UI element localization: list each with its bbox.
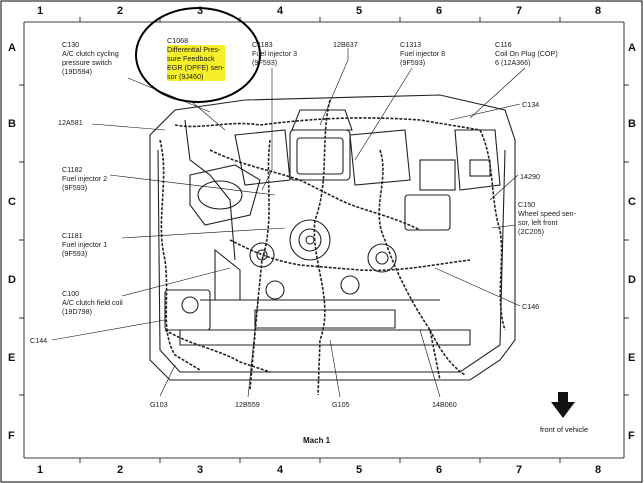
col-label-1-bottom: 1 [37, 464, 44, 476]
leader-lines [51, 48, 526, 398]
label-c1313: C1313 Fuel injector 8 (9F593) [400, 40, 446, 67]
col-label-3: 3 [197, 5, 204, 17]
row-label-e: E [8, 352, 16, 364]
label-12b559: 12B559 [235, 400, 260, 409]
label-g105: G105 [332, 400, 350, 409]
marker-circle [135, 7, 261, 103]
label-c116: C116 Coil On Plug (COP) 6 (12A366) [495, 40, 558, 67]
label-c1068-dpfe: C1068 Differential Pres- sure Feedback E… [167, 36, 225, 81]
wiring-harness [159, 99, 506, 396]
col-label-1: 1 [37, 5, 44, 17]
col-label-4-bottom: 4 [277, 464, 284, 476]
diagram-title: Mach 1 [303, 436, 331, 445]
label-c146: C146 [522, 302, 540, 311]
col-label-4: 4 [277, 5, 284, 17]
label-c100: C100 A/C clutch field coil (19D798) [62, 289, 123, 316]
col-label-3-bottom: 3 [197, 464, 204, 476]
label-c130: C130 A/C clutch cycling pressure switch … [62, 40, 119, 76]
row-label-d-right: D [628, 274, 636, 286]
label-c134: C134 [522, 100, 540, 109]
row-label-d: D [8, 274, 16, 286]
col-label-7-bottom: 7 [516, 464, 523, 476]
label-g103: G103 [150, 400, 168, 409]
row-label-f-right: F [628, 430, 635, 442]
front-arrow-icon [551, 392, 575, 418]
label-c144: C144 [30, 336, 48, 345]
label-c1183: C1183 Fuel injector 3 (9F593) [252, 40, 298, 67]
col-label-6: 6 [436, 5, 443, 17]
row-label-e-right: E [628, 352, 636, 364]
label-14290: 14290 [520, 172, 540, 181]
col-label-8-bottom: 8 [595, 464, 602, 476]
front-of-vehicle-label: front of vehicle [540, 425, 589, 434]
label-14b060: 14B060 [432, 400, 457, 409]
row-label-b: B [8, 118, 16, 130]
row-label-a-right: A [628, 42, 636, 54]
label-c1182: C1182 Fuel injector 2 (9F593) [62, 165, 108, 192]
row-label-f: F [8, 430, 15, 442]
col-label-5: 5 [356, 5, 363, 17]
col-label-7: 7 [516, 5, 523, 17]
row-label-a: A [8, 42, 16, 54]
engine-bay-outline [149, 94, 516, 381]
col-label-6-bottom: 6 [436, 464, 443, 476]
row-label-c-right: C [628, 196, 636, 208]
row-label-b-right: B [628, 118, 636, 130]
col-label-2: 2 [117, 5, 124, 17]
label-c1181: C1181 Fuel injector 1 (9F593) [62, 231, 108, 258]
label-12b637: 12B637 [333, 40, 358, 49]
col-label-5-bottom: 5 [356, 464, 363, 476]
label-12a581: 12A581 [58, 118, 83, 127]
col-label-8: 8 [595, 5, 602, 17]
col-label-2-bottom: 2 [117, 464, 124, 476]
label-c150: C150 Wheel speed sen- sor, left front (2… [518, 200, 576, 236]
row-label-c: C [8, 196, 16, 208]
